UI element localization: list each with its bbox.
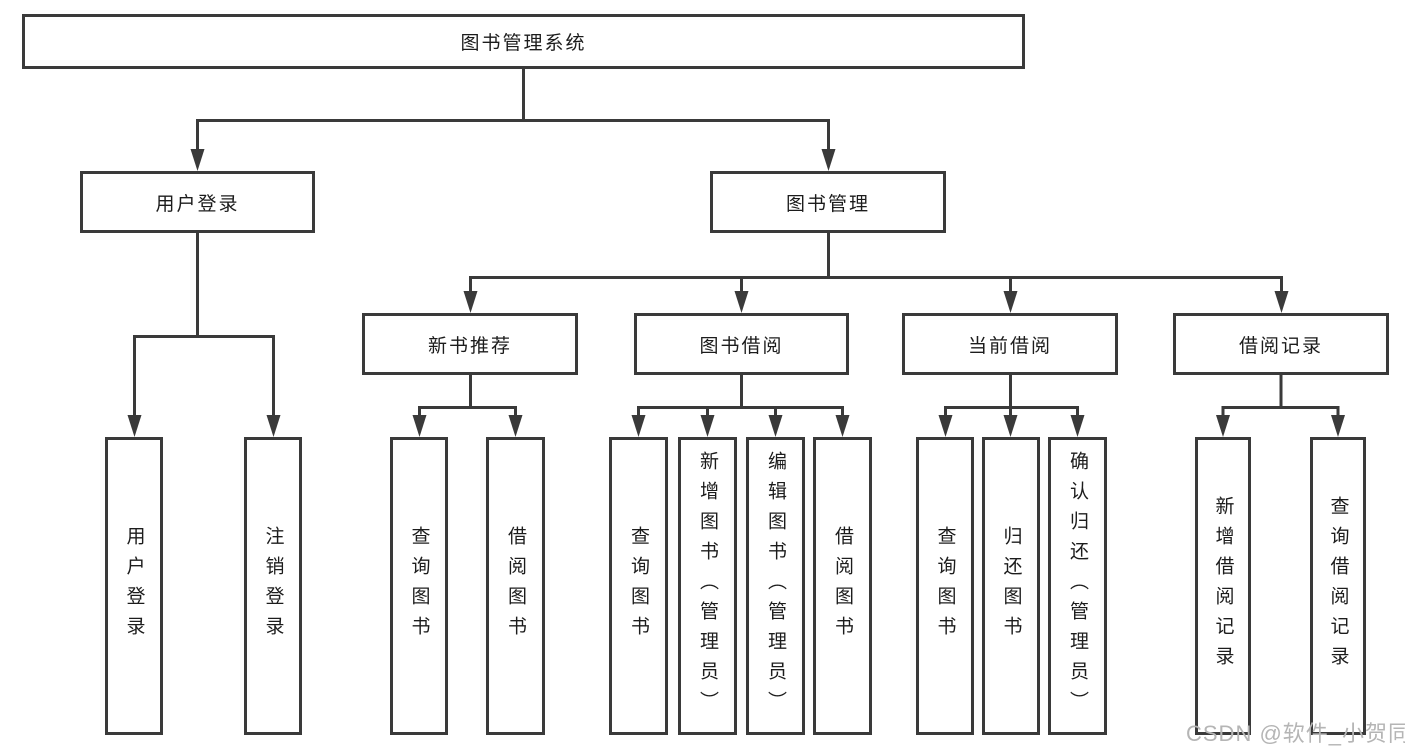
leaf-confirm-return-admin: 确认归还（管理员）	[1048, 437, 1107, 735]
arrowheads-borrow-records-to-leaves	[1216, 415, 1345, 437]
connector-root-to-level2	[196, 69, 830, 151]
connector-new-book-to-leaves	[418, 375, 517, 417]
connector-user-login-to-leaves	[133, 233, 275, 417]
arrowheads-user-login-to-leaves	[127, 415, 281, 437]
leaf-add-book-admin: 新增图书（管理员）	[678, 437, 737, 735]
node-user-login: 用户登录	[80, 171, 315, 233]
leaf-edit-book-admin: 编辑图书（管理员）	[746, 437, 805, 735]
node-current-borrow: 当前借阅	[902, 313, 1118, 375]
leaf-user-login: 用户登录	[105, 437, 163, 735]
leaf-query-books-borrow: 查询图书	[609, 437, 668, 735]
leaf-add-borrow-record: 新增借阅记录	[1195, 437, 1251, 735]
node-borrow-records: 借阅记录	[1173, 313, 1389, 375]
connector-book-mgmt-to-level3	[469, 233, 1283, 294]
leaf-return-book: 归还图书	[982, 437, 1040, 735]
leaf-query-books-current: 查询图书	[916, 437, 974, 735]
leaf-query-borrow-record: 查询借阅记录	[1310, 437, 1366, 735]
arrowheads-book-borrow-to-leaves	[631, 415, 850, 437]
node-book-management: 图书管理	[710, 171, 946, 233]
connector-current-borrow-to-leaves	[944, 375, 1079, 417]
leaf-query-books-recommend: 查询图书	[390, 437, 448, 735]
connector-borrow-records-to-leaves	[1221, 375, 1340, 417]
connector-book-borrow-to-leaves	[637, 375, 844, 417]
arrowheads-new-book-to-leaves	[412, 415, 523, 437]
node-book-borrow: 图书借阅	[634, 313, 849, 375]
leaf-borrow-books-recommend: 借阅图书	[486, 437, 545, 735]
arrowheads-book-mgmt-to-level3	[463, 291, 1289, 313]
arrowheads-current-borrow-to-leaves	[938, 415, 1085, 437]
leaf-logout: 注销登录	[244, 437, 302, 735]
node-root: 图书管理系统	[22, 14, 1025, 69]
watermark: CSDN @软件_小贺同学	[1186, 721, 1405, 746]
node-new-book-recommend: 新书推荐	[362, 313, 578, 375]
leaf-borrow-books: 借阅图书	[813, 437, 872, 735]
arrowheads-root-to-level2	[190, 149, 836, 171]
